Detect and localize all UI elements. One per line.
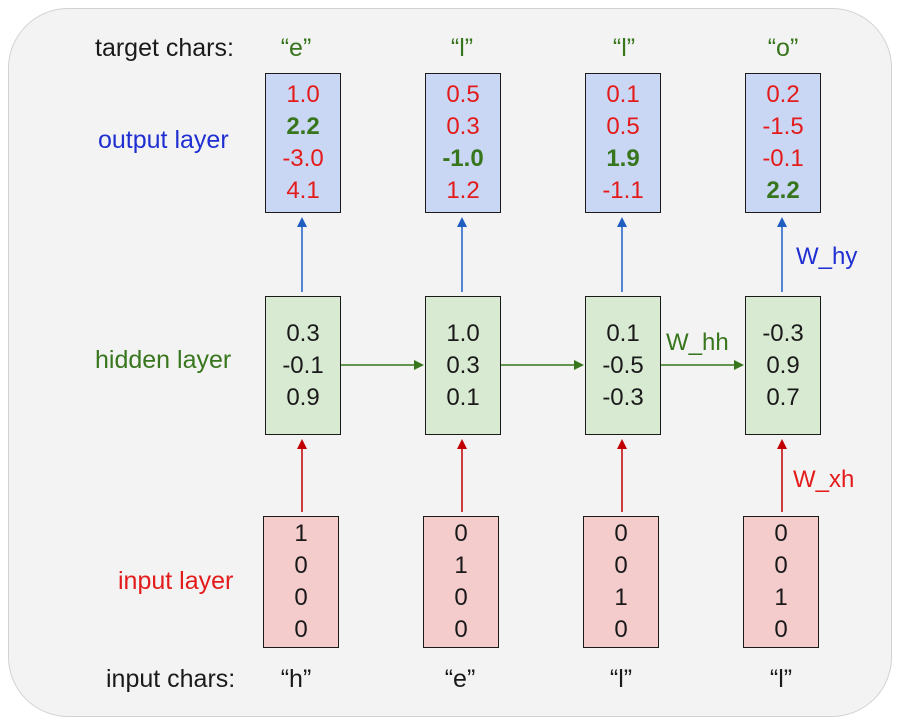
w-hy-label: W_hy bbox=[796, 243, 858, 270]
input-char: “e” bbox=[444, 665, 476, 693]
input-value: 1 bbox=[294, 520, 308, 547]
hidden-value: 0.1 bbox=[446, 383, 480, 411]
input-value: 1 bbox=[454, 552, 468, 579]
w-hh-label: W_hh bbox=[666, 329, 729, 356]
target-char: “e” bbox=[280, 34, 312, 62]
output-value: 4.1 bbox=[286, 177, 320, 204]
input-vector-box: 1 0 0 0 bbox=[263, 516, 339, 648]
target-char: “l” bbox=[450, 34, 474, 62]
output-value: -1.5 bbox=[762, 113, 804, 140]
input-char: “l” bbox=[609, 665, 633, 693]
hidden-value: 0.9 bbox=[286, 383, 320, 411]
hidden-value: 0.1 bbox=[606, 319, 640, 347]
output-vector-box: 0.5 0.3 -1.0 1.2 bbox=[425, 73, 501, 213]
input-value: 1 bbox=[774, 584, 788, 611]
output-value-target: 2.2 bbox=[286, 113, 320, 140]
input-value: 0 bbox=[774, 616, 788, 643]
hidden-value: 0.3 bbox=[446, 351, 480, 379]
hidden-to-output-arrows bbox=[297, 217, 787, 292]
hidden-value: 0.9 bbox=[766, 351, 800, 379]
output-value-target: 1.9 bbox=[606, 145, 640, 172]
hidden-value: 0.7 bbox=[766, 383, 800, 411]
input-value: 0 bbox=[774, 520, 788, 547]
output-value: 0.2 bbox=[766, 81, 800, 108]
w-xh-label: W_xh bbox=[793, 466, 855, 493]
hidden-value: -0.3 bbox=[762, 319, 804, 347]
target-char: “o” bbox=[767, 34, 799, 62]
hidden-value: 1.0 bbox=[446, 319, 480, 347]
output-vector-box: 0.1 0.5 1.9 -1.1 bbox=[585, 73, 661, 213]
output-value: 0.3 bbox=[446, 113, 480, 140]
hidden-vector-box: 1.0 0.3 0.1 bbox=[425, 296, 501, 435]
output-value: 1.2 bbox=[446, 177, 480, 204]
hidden-vector-box: 0.1 -0.5 -0.3 bbox=[585, 296, 661, 435]
output-value-target: -1.0 bbox=[442, 145, 484, 172]
input-value: 0 bbox=[294, 552, 308, 579]
hidden-value: 0.3 bbox=[286, 319, 320, 347]
output-layer-label: output layer bbox=[98, 126, 229, 154]
hidden-vector-box: -0.3 0.9 0.7 bbox=[745, 296, 821, 435]
output-vector-box: 0.2 -1.5 -0.1 2.2 bbox=[745, 73, 821, 213]
input-value: 0 bbox=[614, 616, 628, 643]
input-value: 0 bbox=[614, 520, 628, 547]
input-value: 0 bbox=[614, 552, 628, 579]
output-value: 1.0 bbox=[286, 81, 320, 108]
target-char: “l” bbox=[612, 34, 636, 62]
input-value: 1 bbox=[614, 584, 628, 611]
input-char: “h” bbox=[280, 665, 312, 693]
input-vector-box: 0 0 1 0 bbox=[583, 516, 659, 648]
input-vector-box: 0 0 1 0 bbox=[743, 516, 819, 648]
output-value: -3.0 bbox=[282, 145, 324, 172]
input-layer-label: input layer bbox=[118, 567, 234, 595]
hidden-value: -0.1 bbox=[282, 351, 324, 379]
output-value-target: 2.2 bbox=[766, 177, 800, 204]
input-value: 0 bbox=[454, 616, 468, 643]
input-value: 0 bbox=[454, 520, 468, 547]
input-value: 0 bbox=[294, 616, 308, 643]
hidden-layer-label: hidden layer bbox=[95, 346, 232, 374]
hidden-vector-box: 0.3 -0.1 0.9 bbox=[265, 296, 341, 435]
input-chars-label: input chars: bbox=[106, 665, 236, 693]
input-vector-box: 0 1 0 0 bbox=[423, 516, 499, 648]
output-value: 0.1 bbox=[606, 81, 640, 108]
output-value: -0.1 bbox=[762, 145, 804, 172]
output-value: 0.5 bbox=[606, 113, 640, 140]
output-value: -1.1 bbox=[602, 177, 644, 204]
hidden-value: -0.3 bbox=[602, 383, 644, 411]
input-char: “l” bbox=[769, 665, 793, 693]
input-to-hidden-arrows bbox=[297, 439, 787, 512]
hidden-value: -0.5 bbox=[602, 351, 644, 379]
target-chars-label: target chars: bbox=[95, 34, 234, 62]
output-value: 0.5 bbox=[446, 81, 480, 108]
input-value: 0 bbox=[454, 584, 468, 611]
input-value: 0 bbox=[774, 552, 788, 579]
output-vector-box: 1.0 2.2 -3.0 4.1 bbox=[265, 73, 341, 213]
input-value: 0 bbox=[294, 584, 308, 611]
